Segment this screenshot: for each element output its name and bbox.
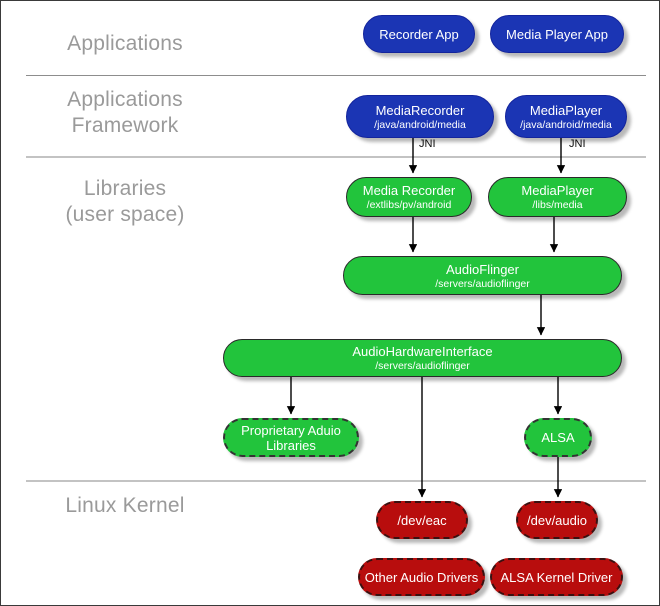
node-title: Media Recorder <box>362 183 456 198</box>
node-title: ALSA <box>541 430 575 445</box>
node-proprietary-audio-libraries[interactable]: Proprietary Aduio Libraries <box>223 418 359 457</box>
edge-label-jni-recorder: JNI <box>419 138 436 150</box>
node-audiohardwareinterface[interactable]: AudioHardwareInterface /servers/audiofli… <box>223 339 622 377</box>
divider-applications <box>26 75 646 76</box>
node-subtitle: /extlibs/pv/android <box>366 199 452 211</box>
node-title: AudioHardwareInterface <box>352 344 493 359</box>
node-title: /dev/eac <box>397 512 447 528</box>
divider-kernel <box>26 480 646 482</box>
layer-label-linux-kernel: Linux Kernel <box>65 494 185 517</box>
node-title: Recorder App <box>379 26 459 42</box>
node-recorder-app[interactable]: Recorder App <box>363 15 475 53</box>
node-mediaplayer-framework[interactable]: MediaPlayer /java/android/media <box>505 95 627 138</box>
edge-label-jni-player: JNI <box>569 138 586 150</box>
node-title: AudioFlinger <box>446 261 519 277</box>
node-title: /dev/audio <box>527 512 587 528</box>
node-subtitle: /java/android/media <box>374 118 466 131</box>
node-subtitle: /servers/audioflinger <box>375 360 470 372</box>
layer-label-applications: Applications <box>67 32 183 55</box>
node-mediaplayer-lib[interactable]: MediaPlayer /libs/media <box>488 177 627 217</box>
node-subtitle: /libs/media <box>532 199 583 211</box>
node-dev-eac[interactable]: /dev/eac <box>376 501 468 539</box>
node-title: MediaPlayer <box>529 102 603 118</box>
node-subtitle: /servers/audioflinger <box>435 277 530 290</box>
node-media-player-app[interactable]: Media Player App <box>490 15 624 53</box>
node-alsa[interactable]: ALSA <box>524 418 592 457</box>
node-dev-audio[interactable]: /dev/audio <box>516 501 598 539</box>
node-audioflinger[interactable]: AudioFlinger /servers/audioflinger <box>343 256 622 295</box>
node-subtitle: /java/android/media <box>520 118 612 131</box>
layer-label-libraries: Libraries (user space) <box>65 177 185 226</box>
node-media-recorder-lib[interactable]: Media Recorder /extlibs/pv/android <box>346 177 472 217</box>
node-alsa-kernel-driver[interactable]: ALSA Kernel Driver <box>490 558 623 596</box>
divider-framework <box>26 156 646 158</box>
node-title: MediaRecorder <box>375 102 465 118</box>
node-mediarecorder-framework[interactable]: MediaRecorder /java/android/media <box>346 95 494 138</box>
node-title: ALSA Kernel Driver <box>500 569 613 585</box>
node-title: Proprietary Aduio Libraries <box>241 422 341 453</box>
node-title: Media Player App <box>506 26 608 42</box>
layer-label-applications-framework: Applications Framework <box>67 88 183 137</box>
node-title: MediaPlayer <box>521 183 594 198</box>
node-title: Other Audio Drivers <box>364 569 479 585</box>
node-other-audio-drivers[interactable]: Other Audio Drivers <box>358 558 485 596</box>
